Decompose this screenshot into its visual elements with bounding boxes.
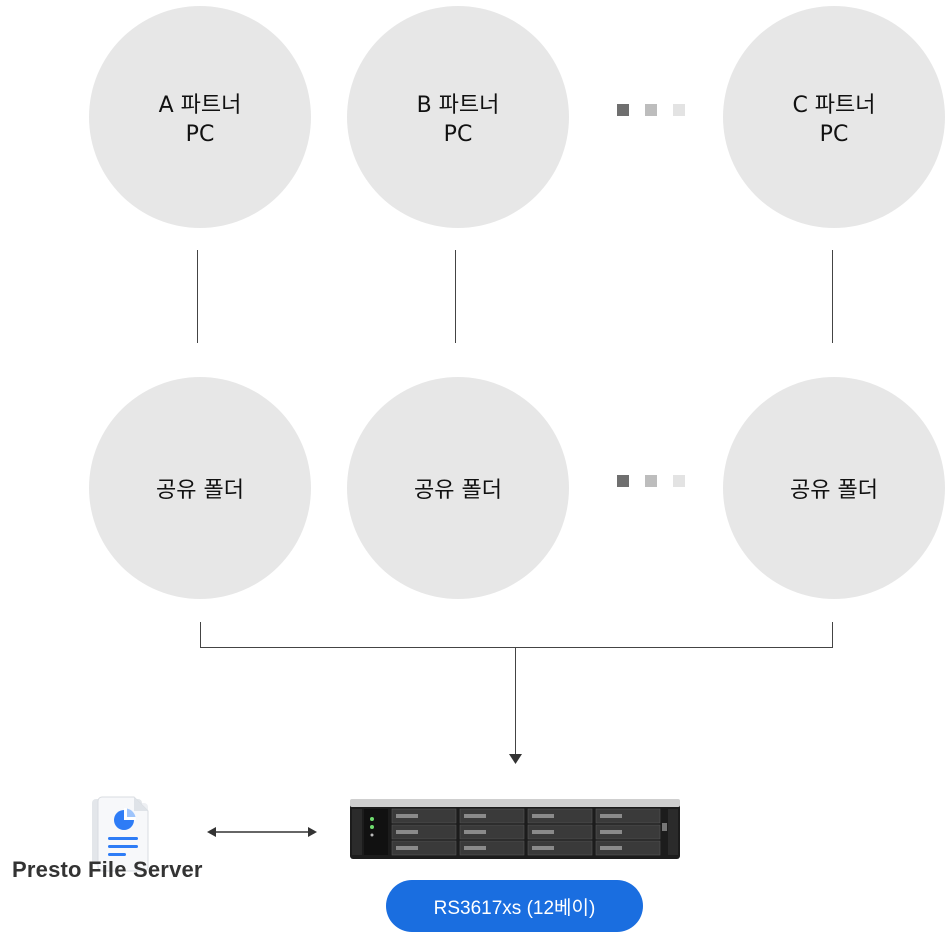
ellipsis-dots <box>617 104 685 116</box>
dot <box>673 475 685 487</box>
connector-line <box>197 250 198 343</box>
dot <box>673 104 685 116</box>
app-name-label: Presto File Server <box>12 857 203 882</box>
folder-label: 공유 폴더 <box>156 478 244 503</box>
bracket-right-line <box>832 622 833 648</box>
partner-c-pc-node: C 파트너 PC <box>723 6 945 228</box>
partner-a-pc-node: A 파트너 PC <box>89 6 311 228</box>
pc-label: PC <box>443 122 473 147</box>
document-chart-icon <box>92 796 149 872</box>
connector-line <box>832 250 833 343</box>
rackmount-nas-icon <box>350 799 680 859</box>
folder-label: 공유 폴더 <box>414 478 502 503</box>
partner-name: C 파트너 <box>792 93 876 118</box>
bidirectional-arrow-icon <box>207 827 317 837</box>
partner-name: A 파트너 <box>158 93 242 118</box>
shared-folder-node: 공유 폴더 <box>347 377 569 599</box>
dot <box>645 475 657 487</box>
device-model-badge: RS3617xs (12베이) <box>386 880 643 932</box>
partner-b-pc-node: B 파트너 PC <box>347 6 569 228</box>
folder-label: 공유 폴더 <box>790 478 878 503</box>
shared-folder-node: 공유 폴더 <box>89 377 311 599</box>
arrow-down-icon <box>509 754 522 764</box>
bracket-bottom-line <box>200 647 833 648</box>
shared-folder-node: 공유 폴더 <box>723 377 945 599</box>
dot <box>617 104 629 116</box>
partner-name: B 파트너 <box>416 93 500 118</box>
pc-label: PC <box>185 122 215 147</box>
ellipsis-dots <box>617 475 685 487</box>
dot <box>617 475 629 487</box>
connector-line <box>455 250 456 343</box>
dot <box>645 104 657 116</box>
bracket-left-line <box>200 622 201 648</box>
pc-label: PC <box>819 122 849 147</box>
down-arrow-line <box>515 647 516 757</box>
